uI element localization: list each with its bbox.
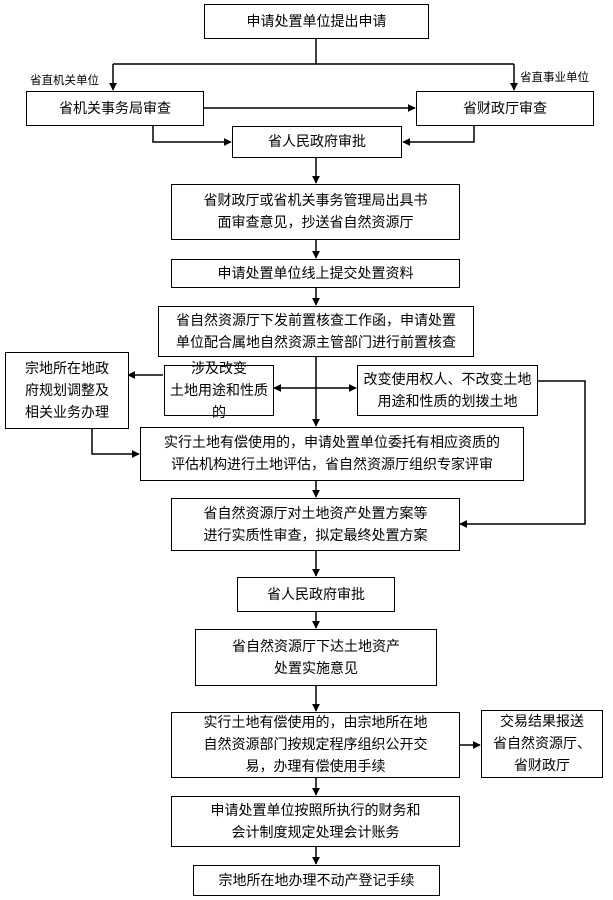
node-change-use: 涉及改变 土地用途和性质的 <box>164 361 274 421</box>
node-apply: 申请处置单位提出申请 <box>204 4 429 39</box>
node-registration: 宗地所在地办理不动产登记手续 <box>193 865 440 896</box>
node-report-result: 交易结果报送 省自然资源厅、 省财政厅 <box>481 710 603 778</box>
node-gov-review: 省机关事务局审查 <box>26 91 204 126</box>
label-direct-agency: 省直机关单位 <box>30 73 99 87</box>
edge-transfer-to-review <box>459 380 586 528</box>
node-province-approve-2: 省人民政府审批 <box>237 577 395 612</box>
node-local-gov: 宗地所在地政 府规划调整及 相关业务办理 <box>5 352 129 429</box>
edge-finance-to-approval <box>402 126 475 146</box>
node-accounting: 申请处置单位按照所执行的财务和 会计制度规定处理会计账务 <box>171 796 460 847</box>
label-direct-institution: 省直事业单位 <box>520 70 589 84</box>
node-finance-review: 省财政厅审查 <box>416 91 594 126</box>
node-paid-evaluation: 实行土地有偿使用的，申请处置单位委托有相应资质的 评估机构进行土地评估，省自然资… <box>140 427 524 481</box>
node-pre-check: 省自然资源厅下发前置核查工作函，申请处置 单位配合属地自然资源主管部门进行前置核… <box>158 306 474 357</box>
node-submit-online: 申请处置单位线上提交处置资料 <box>171 259 460 288</box>
node-public-trade: 实行土地有偿使用的，由宗地所在地 自然资源部门按规定程序组织公开交 易，办理有偿… <box>171 712 460 778</box>
edge-gov-to-approval <box>152 126 232 146</box>
edge-localgov-to-evaluation <box>91 428 140 458</box>
node-substantive-review: 省自然资源厅对土地资产处置方案等 进行实质性审查，拟定最终处置方案 <box>171 498 460 551</box>
node-issue-opinion: 省自然资源厅下达土地资产 处置实施意见 <box>195 629 437 686</box>
node-province-approve-1: 省人民政府审批 <box>232 126 402 158</box>
node-transfer-land: 改变使用权人、不改变土地 用途和性质的划拨土地 <box>357 365 538 416</box>
node-review-opinion: 省财政厅或省机关事务管理局出具书 面审查意见，抄送省自然资源厅 <box>171 184 460 240</box>
